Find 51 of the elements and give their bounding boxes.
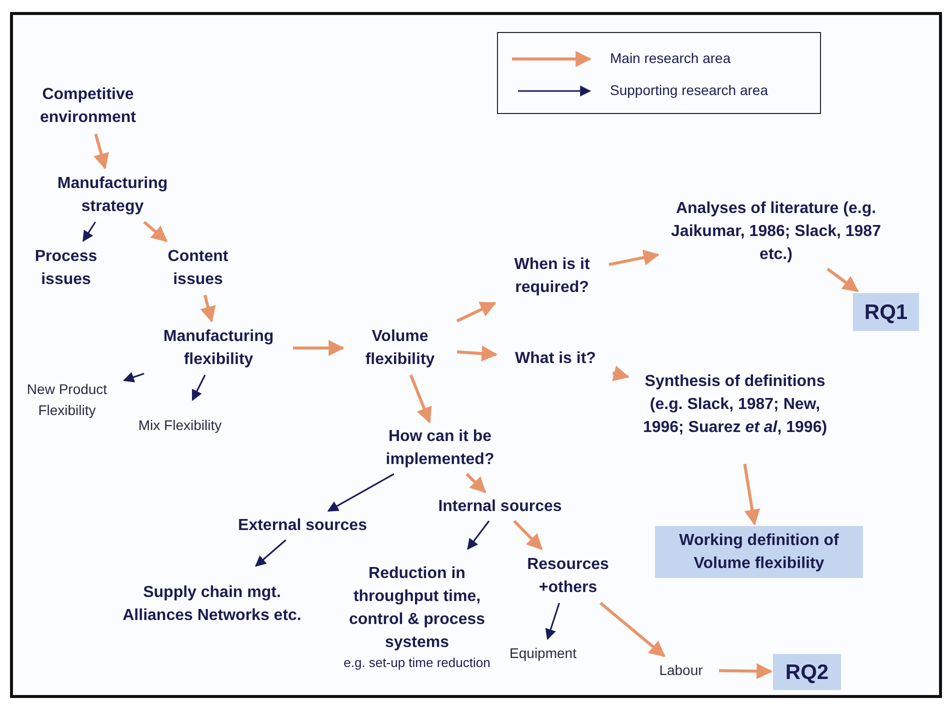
arrow [192, 374, 206, 401]
concept-label: How can it be implemented? [384, 427, 496, 470]
arrow [466, 472, 486, 494]
concept-label: Reduction in throughput time, control & process systems [348, 564, 486, 652]
arrow [456, 302, 496, 322]
highlight-box [655, 526, 863, 578]
arrow [513, 520, 543, 550]
concept-label: External sources [238, 516, 367, 536]
arrow [143, 220, 168, 242]
concept-label: Labour [659, 660, 703, 680]
legend-label: Supporting research area [610, 82, 768, 98]
arrow [608, 250, 660, 266]
research-question-label: Working definition of Volume flexibility [678, 531, 840, 574]
arrow [200, 294, 216, 323]
concept-label: Mix Flexibility [138, 416, 222, 435]
concept-label: Manufacturing strategy [56, 174, 169, 217]
concept-label: Content issues [166, 247, 230, 290]
arrow [94, 134, 109, 170]
example-note: e.g. set-up time reduction [344, 654, 490, 670]
concept-label: Synthesis of definitions (e.g. Slack, 1987; New, 1996; Suarez et al, 1996) [642, 372, 828, 438]
arrow [327, 473, 394, 512]
concept-label: Analyses of literature (e.g. Jaikumar, 1986; Slack, 1987 etc.) [670, 198, 882, 264]
arrow [82, 222, 96, 242]
research-question-label: RQ2 [785, 660, 829, 684]
legend-label: Main research area [610, 50, 731, 66]
concept-label: Volume flexibility [364, 327, 436, 370]
arrow [545, 602, 560, 640]
concept-label: Internal sources [438, 497, 562, 517]
arrow [743, 464, 760, 526]
concept-label: Resources +others [526, 555, 610, 598]
concept-label: Manufacturing flexibility [162, 327, 275, 370]
concept-label: Process issues [34, 247, 98, 290]
highlight-box [773, 654, 841, 690]
concept-label: What is it? [515, 349, 596, 369]
research-question-label: RQ1 [864, 300, 908, 324]
highlight-box [853, 293, 919, 331]
concept-label: Competitive environment [38, 85, 137, 128]
arrow [718, 663, 773, 680]
arrow [409, 374, 432, 424]
arrow [293, 340, 345, 356]
arrow [612, 366, 630, 382]
arrow [467, 520, 490, 550]
arrow [456, 346, 498, 362]
arrow [254, 539, 286, 567]
concept-label: Supply chain mgt. Alliances Networks etc. [122, 583, 302, 626]
arrow [600, 602, 666, 658]
arrow [826, 268, 859, 292]
concept-label: New Product Flexibility [26, 380, 108, 420]
concept-label: Equipment [510, 644, 576, 663]
arrow [122, 372, 144, 382]
concept-label: When is it required? [513, 255, 591, 298]
